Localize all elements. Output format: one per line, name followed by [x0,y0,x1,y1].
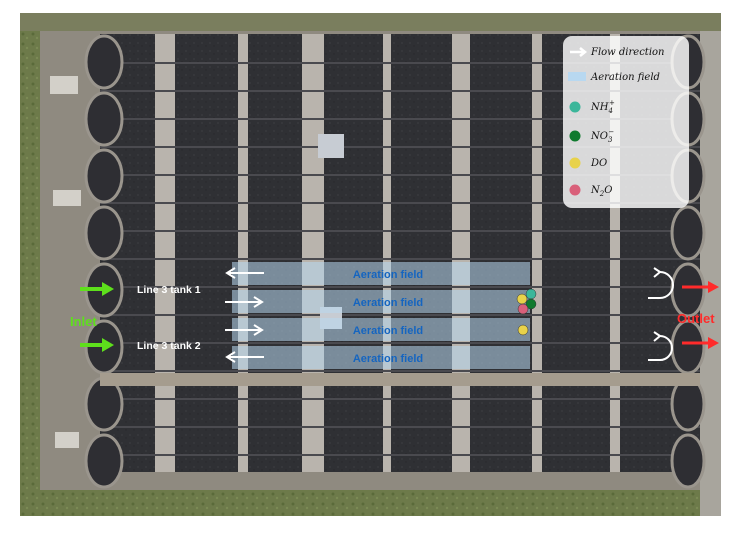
lane-divider [100,90,700,92]
flow-arrow-right-icon [225,324,264,336]
legend-nh4-label: NH4+ [590,99,615,115]
lane-divider [100,454,700,456]
do-sensor [517,324,529,336]
aeration-field-2 [232,290,530,313]
lane-divider [100,398,700,400]
outlet-arrows [682,281,719,349]
walkway [383,34,391,472]
legend-nh4-dot [569,101,581,113]
outlet-arrow-icon [682,281,719,293]
lane-divider [100,426,700,428]
lane-divider [100,342,700,344]
lane-divider [100,370,700,372]
tank-end [670,319,706,375]
aeration-field-3 [232,318,530,341]
inlet-arrow-icon [80,282,114,296]
legend: Flow direction Aeration field NH4+ NO3− … [563,36,689,208]
tank-end [670,433,706,489]
lane-divider [100,174,700,176]
lane-divider [100,146,700,148]
lane-divider [100,118,700,120]
aeration-field-label: Aeration field [353,269,423,281]
outlet-arrow-icon [682,337,719,349]
walkway [238,34,248,472]
lane-divider [100,230,700,232]
legend-n2o-dot [569,184,581,196]
tank-end [670,205,706,261]
legend-aeration-swatch [568,72,586,81]
tank-end [84,34,124,90]
walkway [155,34,175,472]
walkway [452,34,470,472]
n2o-sensor [517,303,529,315]
small-building [50,76,78,94]
walkway [532,34,542,472]
tank-end [84,433,124,489]
flow-arrow-left-icon [225,267,264,279]
walkway [610,34,620,472]
tank2-label: Line 3 tank 2 [137,340,201,352]
aeration-fields: Aeration field Aeration field Aeration f… [232,262,530,369]
aeration-field-label: Aeration field [353,297,423,309]
u-turn-arrow-icon [648,331,673,361]
lane-divider [100,314,700,316]
legend-n2o-label: N2O [590,185,612,198]
legend-do-label: DO [590,158,607,169]
tank-end [84,91,124,147]
legend-do-dot [569,157,581,169]
no3-sensor [525,298,537,310]
tank-end [84,205,124,261]
lane-divider [100,286,700,288]
small-building [318,134,344,158]
flow-arrow-left-icon [225,351,264,363]
aeration-field-label: Aeration field [353,353,423,365]
small-building [53,190,81,206]
legend-flow-label: Flow direction [590,47,664,58]
legend-no3-label: NO3− [590,128,614,144]
legend-no3-dot [569,130,581,142]
legend-aeration-label: Aeration field [590,72,660,83]
lane-divider [100,202,700,204]
aeration-field-1 [232,262,530,285]
sensor-points [516,288,537,336]
u-turn-arrow-icon [648,267,674,299]
outlet-label: Outlet [677,311,715,326]
do-sensor [516,293,528,305]
inlet-label: Inlet [70,314,97,329]
legend-box [563,36,689,208]
tank-end [670,262,706,318]
inlet-arrow-icon [80,338,114,352]
flow-arrows [225,267,674,363]
flow-arrow-right-icon [225,296,264,308]
cross-walkway [100,373,700,386]
lane-divider [100,258,700,260]
tank1-label: Line 3 tank 1 [137,284,201,296]
legend-flow-arrow-icon [570,47,588,57]
tank-end [84,148,124,204]
lane-divider [100,62,700,64]
aeration-field-label: Aeration field [353,325,423,337]
small-building [55,432,79,448]
inlet-arrows [80,282,114,352]
walkway [302,34,324,472]
nh4-sensor [525,288,537,300]
aeration-field-4 [232,346,530,369]
